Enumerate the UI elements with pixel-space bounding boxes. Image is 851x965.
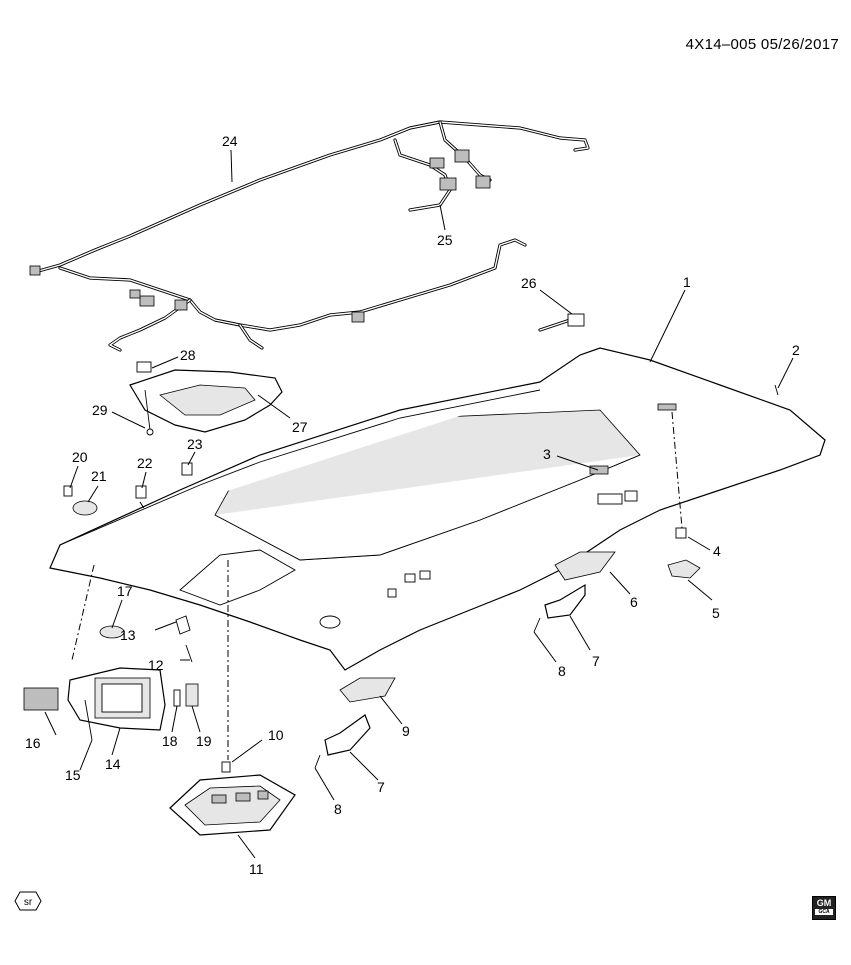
roof-wiring-harness <box>29 120 590 352</box>
callout-11: 11 <box>249 861 264 877</box>
callout-16: 16 <box>25 735 41 751</box>
diagram-reference-code: 4X14–005 05/26/2017 <box>685 36 839 53</box>
clip-group-left <box>63 462 193 516</box>
callout-29: 29 <box>92 402 108 418</box>
callout-2: 2 <box>792 342 800 358</box>
callout-4: 4 <box>713 543 721 559</box>
callout-8-rear: 8 <box>558 663 566 679</box>
callout-14: 14 <box>105 756 121 772</box>
callout-19: 19 <box>196 733 212 749</box>
callout-9: 9 <box>402 723 410 739</box>
callout-24: 24 <box>222 133 238 149</box>
callout-12: 12 <box>148 657 164 673</box>
callout-21: 21 <box>91 468 107 484</box>
gm-logo-icon: GM GCA <box>812 896 836 920</box>
callout-26: 26 <box>521 275 537 291</box>
sunvisor-assembly <box>23 615 199 741</box>
callout-labels: 1 2 3 4 5 6 7 7 8 8 9 10 11 12 13 14 15 … <box>25 133 800 877</box>
callout-6: 6 <box>630 594 638 610</box>
gm-logo-text: GM <box>816 898 832 908</box>
callout-25: 25 <box>437 232 453 248</box>
gm-logo-subtext: GCA <box>815 909 833 915</box>
roof-antenna-connector <box>538 313 585 332</box>
callout-23: 23 <box>187 436 203 452</box>
overhead-console <box>169 761 296 836</box>
headliner-panel <box>49 347 826 671</box>
callout-18: 18 <box>162 733 178 749</box>
sr-symbol-icon: sr <box>14 891 42 911</box>
callout-leaders <box>44 149 794 859</box>
sr-symbol-text: sr <box>24 897 33 908</box>
rear-dome-lamp <box>667 384 779 579</box>
callout-15: 15 <box>65 767 81 783</box>
callout-28: 28 <box>180 347 196 363</box>
callout-10: 10 <box>268 727 284 743</box>
callout-22: 22 <box>137 455 153 471</box>
callout-8-front: 8 <box>334 801 342 817</box>
callout-5: 5 <box>712 605 720 621</box>
assist-handle-rear <box>533 551 616 633</box>
console-mounting-bracket <box>129 361 283 436</box>
callout-7-rear: 7 <box>592 653 600 669</box>
assembly-centerlines <box>71 411 683 760</box>
callout-27: 27 <box>292 419 308 435</box>
callout-1: 1 <box>683 274 691 290</box>
callout-3: 3 <box>543 446 551 462</box>
callout-20: 20 <box>72 449 88 465</box>
assist-handle-front <box>314 677 396 769</box>
callout-7-front: 7 <box>377 779 385 795</box>
callout-17: 17 <box>117 583 133 599</box>
callout-13: 13 <box>120 627 136 643</box>
